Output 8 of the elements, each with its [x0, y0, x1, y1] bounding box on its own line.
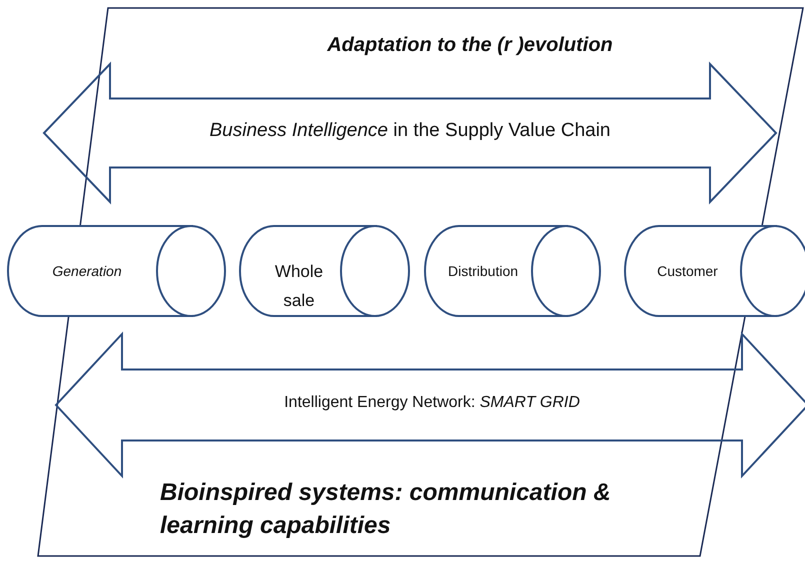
cylinder-label: Distribution — [446, 262, 520, 281]
cylinder-label: Customer — [656, 262, 719, 281]
arrow-label: Intelligent Energy Network: SMART GRID — [283, 394, 581, 412]
caption-text: Bioinspired systems: communication & learning capabilities — [160, 478, 612, 541]
arrow-label: Business Intelligence in the Supply Value Chain — [208, 120, 612, 142]
cylinder-label: Generation — [51, 262, 123, 281]
cylinder-label: Whole sale — [274, 260, 324, 312]
title-text: Adaptation to the (r )evolution — [326, 34, 614, 57]
